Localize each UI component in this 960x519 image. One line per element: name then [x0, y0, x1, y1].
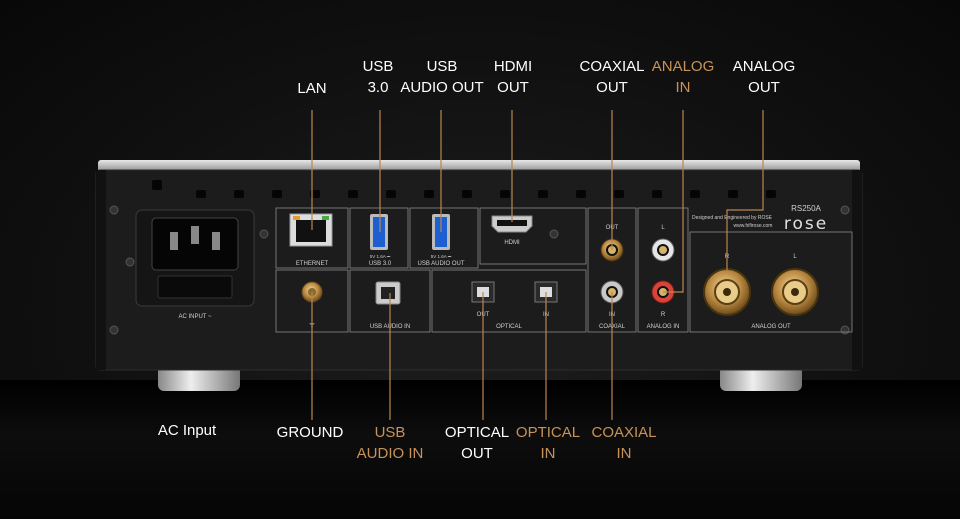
callout-hdmi-out-line2: OUT [497, 79, 529, 96]
callout-optical-in: OPTICAL IN [516, 422, 580, 464]
callout-ac-input-text: AC Input [157, 422, 217, 439]
callout-analog-out-line2: OUT [748, 79, 780, 96]
callout-lan-text: LAN [297, 80, 327, 97]
callout-usb-audio-out: USB AUDIO OUT [400, 56, 483, 98]
hdmi-port: HDMI [491, 215, 533, 246]
analog-in-r-label: R [661, 312, 666, 318]
callout-usb-audio-out-line2: AUDIO OUT [400, 79, 484, 96]
analog-out-panel-label: ANALOG OUT [751, 324, 791, 330]
callout-usb-audio-in: USB AUDIO IN [357, 422, 424, 464]
callout-usb30-line1: USB [362, 58, 394, 75]
designed-by-text: Designed and Engineered by ROSE [692, 215, 773, 221]
callout-ac-input: AC Input [158, 420, 216, 441]
callout-coaxial-out: COAXIAL OUT [579, 56, 644, 98]
model-number: RS250A [791, 204, 821, 213]
chassis-right-side [852, 170, 862, 370]
callout-lan: LAN [297, 78, 326, 99]
callout-optical-in-line1: OPTICAL [515, 424, 581, 441]
callout-analog-out: ANALOG OUT [733, 56, 796, 98]
usb-audio-out-rating: 5V 1.6A ⎓ [431, 254, 452, 259]
brand-logo-text: rose [784, 214, 828, 234]
analog-out-l-label: L [793, 254, 797, 260]
callout-hdmi-out: HDMI OUT [494, 56, 532, 98]
callout-analog-in: ANALOG IN [652, 56, 715, 98]
right-foot [720, 365, 802, 391]
top-port-boxes [275, 207, 853, 333]
analog-out-ports: R L ANALOG OUT [703, 254, 819, 330]
callout-usb-audio-out-line1: USB [426, 58, 458, 75]
hdmi-panel-label: HDMI [504, 240, 520, 246]
left-foot [158, 365, 240, 391]
usb30-rating: 5V 1.6A ⎓ [370, 254, 391, 259]
callout-optical-in-line2: IN [540, 445, 556, 462]
callout-analog-out-line1: ANALOG [732, 58, 796, 75]
callout-coaxial-in-line1: COAXIAL [591, 424, 657, 441]
callout-hdmi-out-line1: HDMI [493, 58, 533, 75]
callout-usb30-line2: 3.0 [367, 79, 389, 96]
analog-in-l-label: L [661, 225, 665, 231]
callout-coaxial-out-line1: COAXIAL [579, 58, 645, 75]
vent-slots [152, 180, 776, 198]
leader-lines [311, 110, 764, 420]
usb-audio-out-panel-label: USB AUDIO OUT [417, 261, 464, 267]
callout-coaxial-in-line2: IN [616, 445, 632, 462]
floor-shadow [0, 380, 960, 519]
ac-input-panel-label: AC INPUT ~ [178, 314, 212, 320]
callout-coaxial-out-line2: OUT [596, 79, 628, 96]
callout-usb-audio-in-line1: USB [374, 424, 406, 441]
ethernet-port: ETHERNET [289, 213, 333, 267]
ethernet-panel-label: ETHERNET [296, 261, 329, 267]
chassis-left-side [96, 170, 106, 370]
callout-ground-text: GROUND [276, 424, 344, 441]
website-text: www.hifirose.com [734, 223, 773, 229]
usb30-panel-label: USB 3.0 [369, 261, 392, 267]
callout-analog-in-line1: ANALOG [651, 58, 715, 75]
callout-optical-out-line1: OPTICAL [444, 424, 510, 441]
callout-optical-out-line2: OUT [461, 445, 493, 462]
analog-in-panel-label: ANALOG IN [647, 324, 680, 330]
callout-usb-audio-in-line2: AUDIO IN [356, 445, 424, 462]
chassis-top-edge [98, 160, 860, 172]
callout-coaxial-in: COAXIAL IN [591, 422, 656, 464]
branding: RS250A Designed and Engineered by ROSE w… [692, 204, 828, 234]
callout-ground: GROUND [277, 422, 344, 443]
callout-optical-out: OPTICAL OUT [445, 422, 509, 464]
usb30-port: 5V 1.6A ⎓ USB 3.0 [369, 214, 392, 267]
optical-panel-label: OPTICAL [496, 324, 522, 330]
callout-analog-in-line2: IN [675, 79, 691, 96]
callout-usb30: USB 3.0 [363, 56, 394, 98]
ac-inlet: AC INPUT ~ [135, 209, 255, 320]
